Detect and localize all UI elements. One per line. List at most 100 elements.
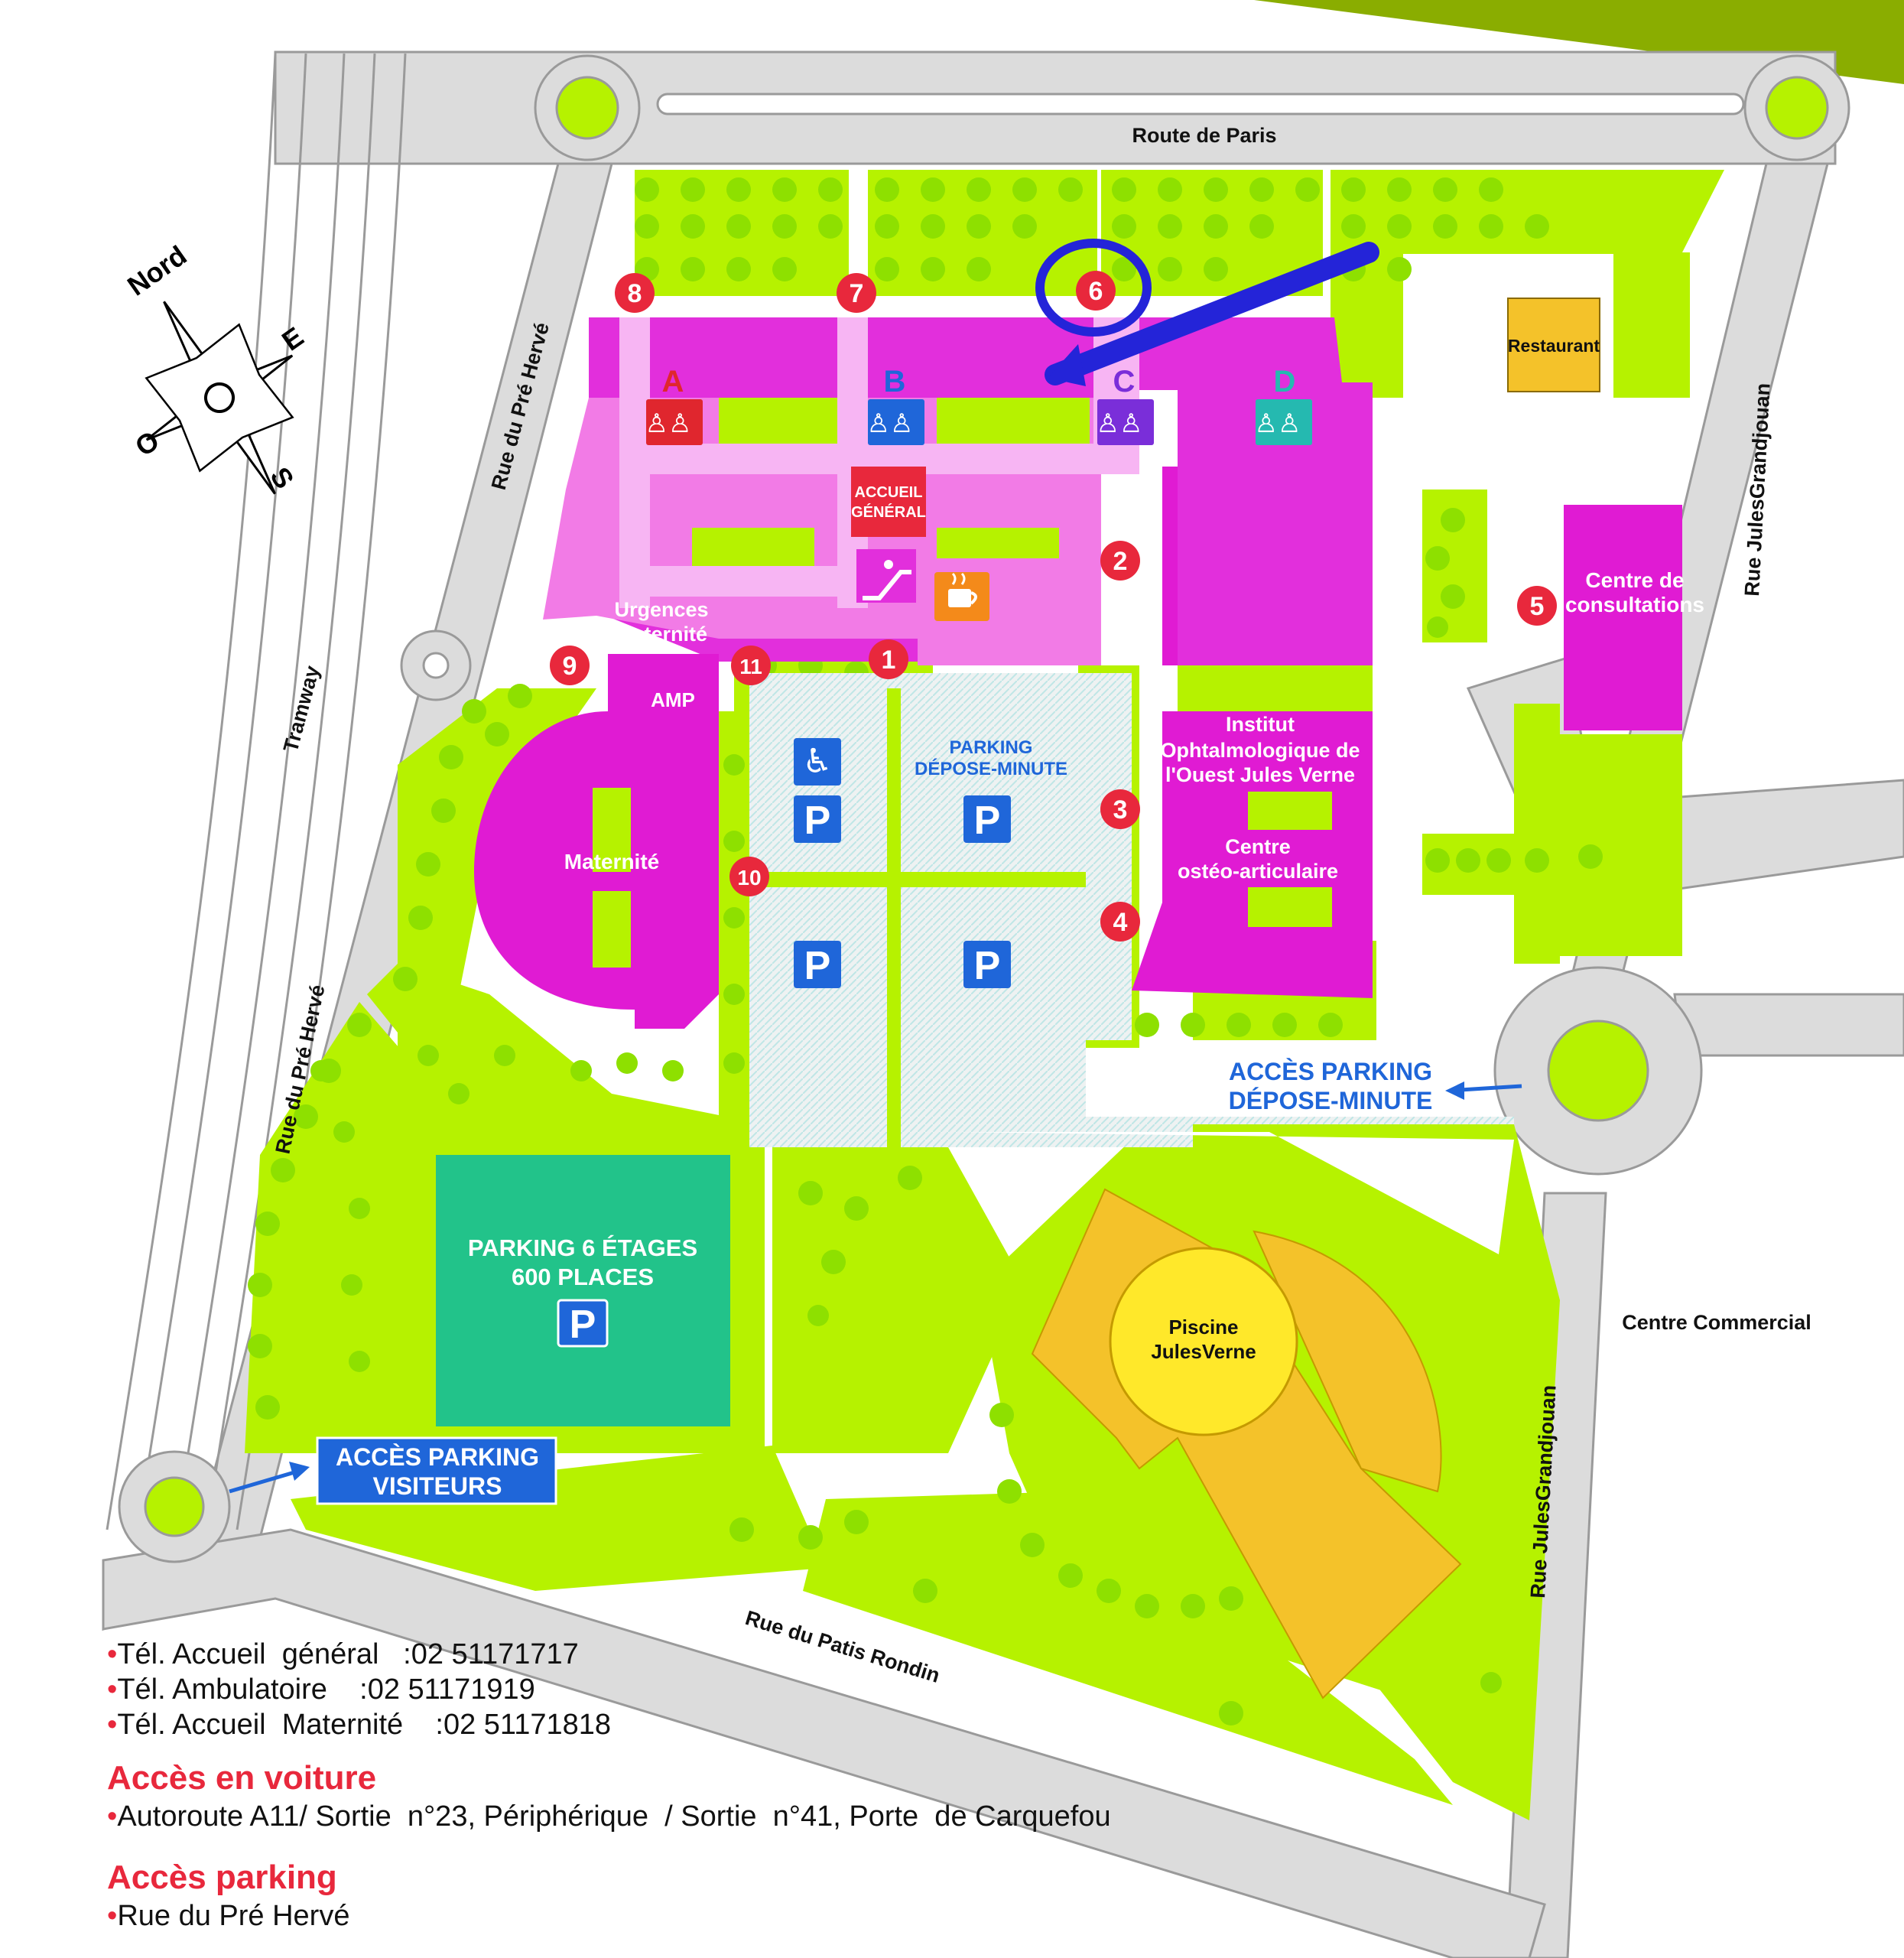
- acces-depose-label-2: DÉPOSE-MINUTE: [1229, 1087, 1433, 1114]
- parking-sign: P: [794, 795, 841, 843]
- parking-6-etages: [436, 1155, 730, 1426]
- svg-text:11: 11: [739, 655, 762, 678]
- piscine: [1031, 1188, 1462, 1699]
- urgences-label-1: Urgences: [614, 598, 708, 621]
- elevator-icon: [646, 399, 703, 445]
- acces-visiteurs-label-2: VISITEURS: [373, 1472, 502, 1500]
- parking-sign: P: [794, 941, 841, 988]
- wing-c: C ♙♙: [1097, 365, 1154, 445]
- entrance-4: 4: [1100, 902, 1140, 942]
- svg-text:8: 8: [628, 279, 642, 308]
- svg-text:7: 7: [850, 279, 864, 308]
- urgences-label-2: Maternité: [616, 623, 707, 646]
- centre-consult-label-1: Centre de: [1585, 568, 1684, 592]
- elevator-icon: [1097, 399, 1154, 445]
- parking-sign: P: [557, 1299, 609, 1348]
- amp-label: AMP: [651, 688, 695, 711]
- car-access-text: •Autoroute A11/ Sortie n°23, Périphériqu…: [107, 1800, 1111, 1833]
- accueil-label-2: GÉNÉRAL: [851, 503, 926, 521]
- parking-sign: P: [963, 941, 1011, 988]
- parking-depose-label-2: DÉPOSE-MINUTE: [915, 758, 1067, 779]
- svg-text:P: P: [570, 1303, 596, 1347]
- svg-text:♙♙: ♙♙: [645, 409, 692, 438]
- contact-info: •Tél. Accueil général :02 51171717 •Tél.…: [107, 1637, 1111, 1934]
- svg-text:P: P: [974, 944, 1001, 988]
- escalator-icon: [863, 560, 911, 600]
- phone-accueil: •Tél. Accueil général :02 51171717: [107, 1638, 579, 1670]
- acces-depose-arrow: [1445, 1081, 1522, 1100]
- acces-visiteurs-label-1: ACCÈS PARKING: [336, 1443, 539, 1471]
- osteo-label-2: ostéo-articulaire: [1178, 860, 1338, 883]
- place-labels: ACCUEIL GÉNÉRAL Restaurant Urgences Mate…: [336, 336, 1811, 1500]
- accessible-parking-icon: ♿: [794, 738, 841, 785]
- osteo-label-1: Centre: [1225, 835, 1291, 858]
- svg-text:4: 4: [1113, 908, 1128, 937]
- centre-commercial-label: Centre Commercial: [1622, 1311, 1811, 1334]
- entrance-10: 10: [729, 857, 769, 896]
- maternite-label: Maternité: [564, 850, 659, 873]
- wing-letter-c: C: [1113, 365, 1136, 398]
- institut-label-1: Institut: [1226, 713, 1295, 736]
- compass-north: Nord: [122, 239, 192, 302]
- svg-text:♙♙: ♙♙: [1097, 409, 1143, 438]
- svg-text:♙♙: ♙♙: [867, 409, 914, 438]
- entrance-3: 3: [1100, 789, 1140, 829]
- parking-access-text: •Rue du Pré Hervé: [107, 1900, 350, 1932]
- centre-consult-label-2: consultations: [1565, 593, 1704, 616]
- phone-maternite: •Tél. Accueil Maternité :02 51171818: [107, 1709, 612, 1741]
- roundabouts: [118, 54, 1850, 1563]
- cafe-icon: [948, 572, 977, 607]
- svg-text:P: P: [974, 798, 1001, 843]
- entrance-11: 11: [731, 646, 771, 685]
- compass-south: S: [264, 461, 300, 494]
- svg-text:P: P: [804, 798, 831, 843]
- parking-depose-label-1: PARKING: [950, 737, 1033, 758]
- road-route-paris: Route de Paris: [1132, 124, 1276, 147]
- road-tramway: Tramway: [279, 663, 324, 754]
- acces-depose-label-1: ACCÈS PARKING: [1229, 1058, 1432, 1085]
- wing-d: D ♙♙: [1255, 365, 1312, 445]
- entrance-9: 9: [550, 646, 590, 685]
- entrance-5: 5: [1517, 586, 1557, 626]
- svg-text:1: 1: [882, 646, 896, 675]
- svg-text:9: 9: [563, 652, 577, 681]
- compass-rose: Nord E S O: [122, 239, 309, 495]
- svg-text:10: 10: [737, 866, 761, 890]
- wing-letter-a: A: [662, 365, 684, 398]
- car-access-title: Accès en voiture: [107, 1759, 377, 1797]
- piscine-label-2: JulesVerne: [1151, 1340, 1256, 1363]
- entrance-markers: 1 2 3 4 5 6 7 8 9 10 11: [550, 271, 1557, 942]
- piscine-label-1: Piscine: [1168, 1316, 1238, 1338]
- accueil-label-1: ACCUEIL: [855, 484, 923, 501]
- svg-text:5: 5: [1530, 592, 1545, 621]
- svg-text:♙♙: ♙♙: [1255, 409, 1301, 438]
- buildings: [474, 298, 1682, 1029]
- wing-b: B ♙♙: [867, 365, 924, 445]
- compass-east: E: [276, 320, 309, 356]
- svg-text:♿: ♿: [802, 743, 832, 780]
- acces-visiteurs-sign: [229, 1436, 557, 1505]
- wing-letter-d: D: [1274, 365, 1296, 398]
- svg-text:2: 2: [1113, 547, 1128, 576]
- entrance-6: 6: [1076, 271, 1116, 311]
- elevator-icon: [1256, 399, 1312, 445]
- svg-text:6: 6: [1089, 277, 1103, 306]
- parking-access-title: Accès parking: [107, 1859, 337, 1896]
- restaurant-label: Restaurant: [1508, 336, 1600, 356]
- parking-etages-label: PARKING 6 ÉTAGES: [468, 1234, 697, 1261]
- institut-label-3: l'Ouest Jules Verne: [1165, 763, 1355, 786]
- entrance-7: 7: [837, 273, 876, 313]
- wing-letter-b: B: [884, 365, 906, 398]
- svg-text:3: 3: [1113, 795, 1128, 825]
- entrance-2: 2: [1100, 541, 1140, 581]
- institut-label-2: Ophtalmologique de: [1161, 739, 1360, 762]
- parking-places-label: 600 PLACES: [512, 1264, 654, 1290]
- parking-sign: P: [963, 795, 1011, 843]
- entrance-8: 8: [615, 273, 655, 313]
- parking-signs: ♿ P P P P P: [557, 738, 1011, 1348]
- phone-ambulatoire: •Tél. Ambulatoire :02 51171919: [107, 1673, 535, 1706]
- entrance-1: 1: [869, 639, 908, 679]
- wing-a: A ♙♙: [645, 365, 703, 445]
- svg-text:P: P: [804, 944, 831, 988]
